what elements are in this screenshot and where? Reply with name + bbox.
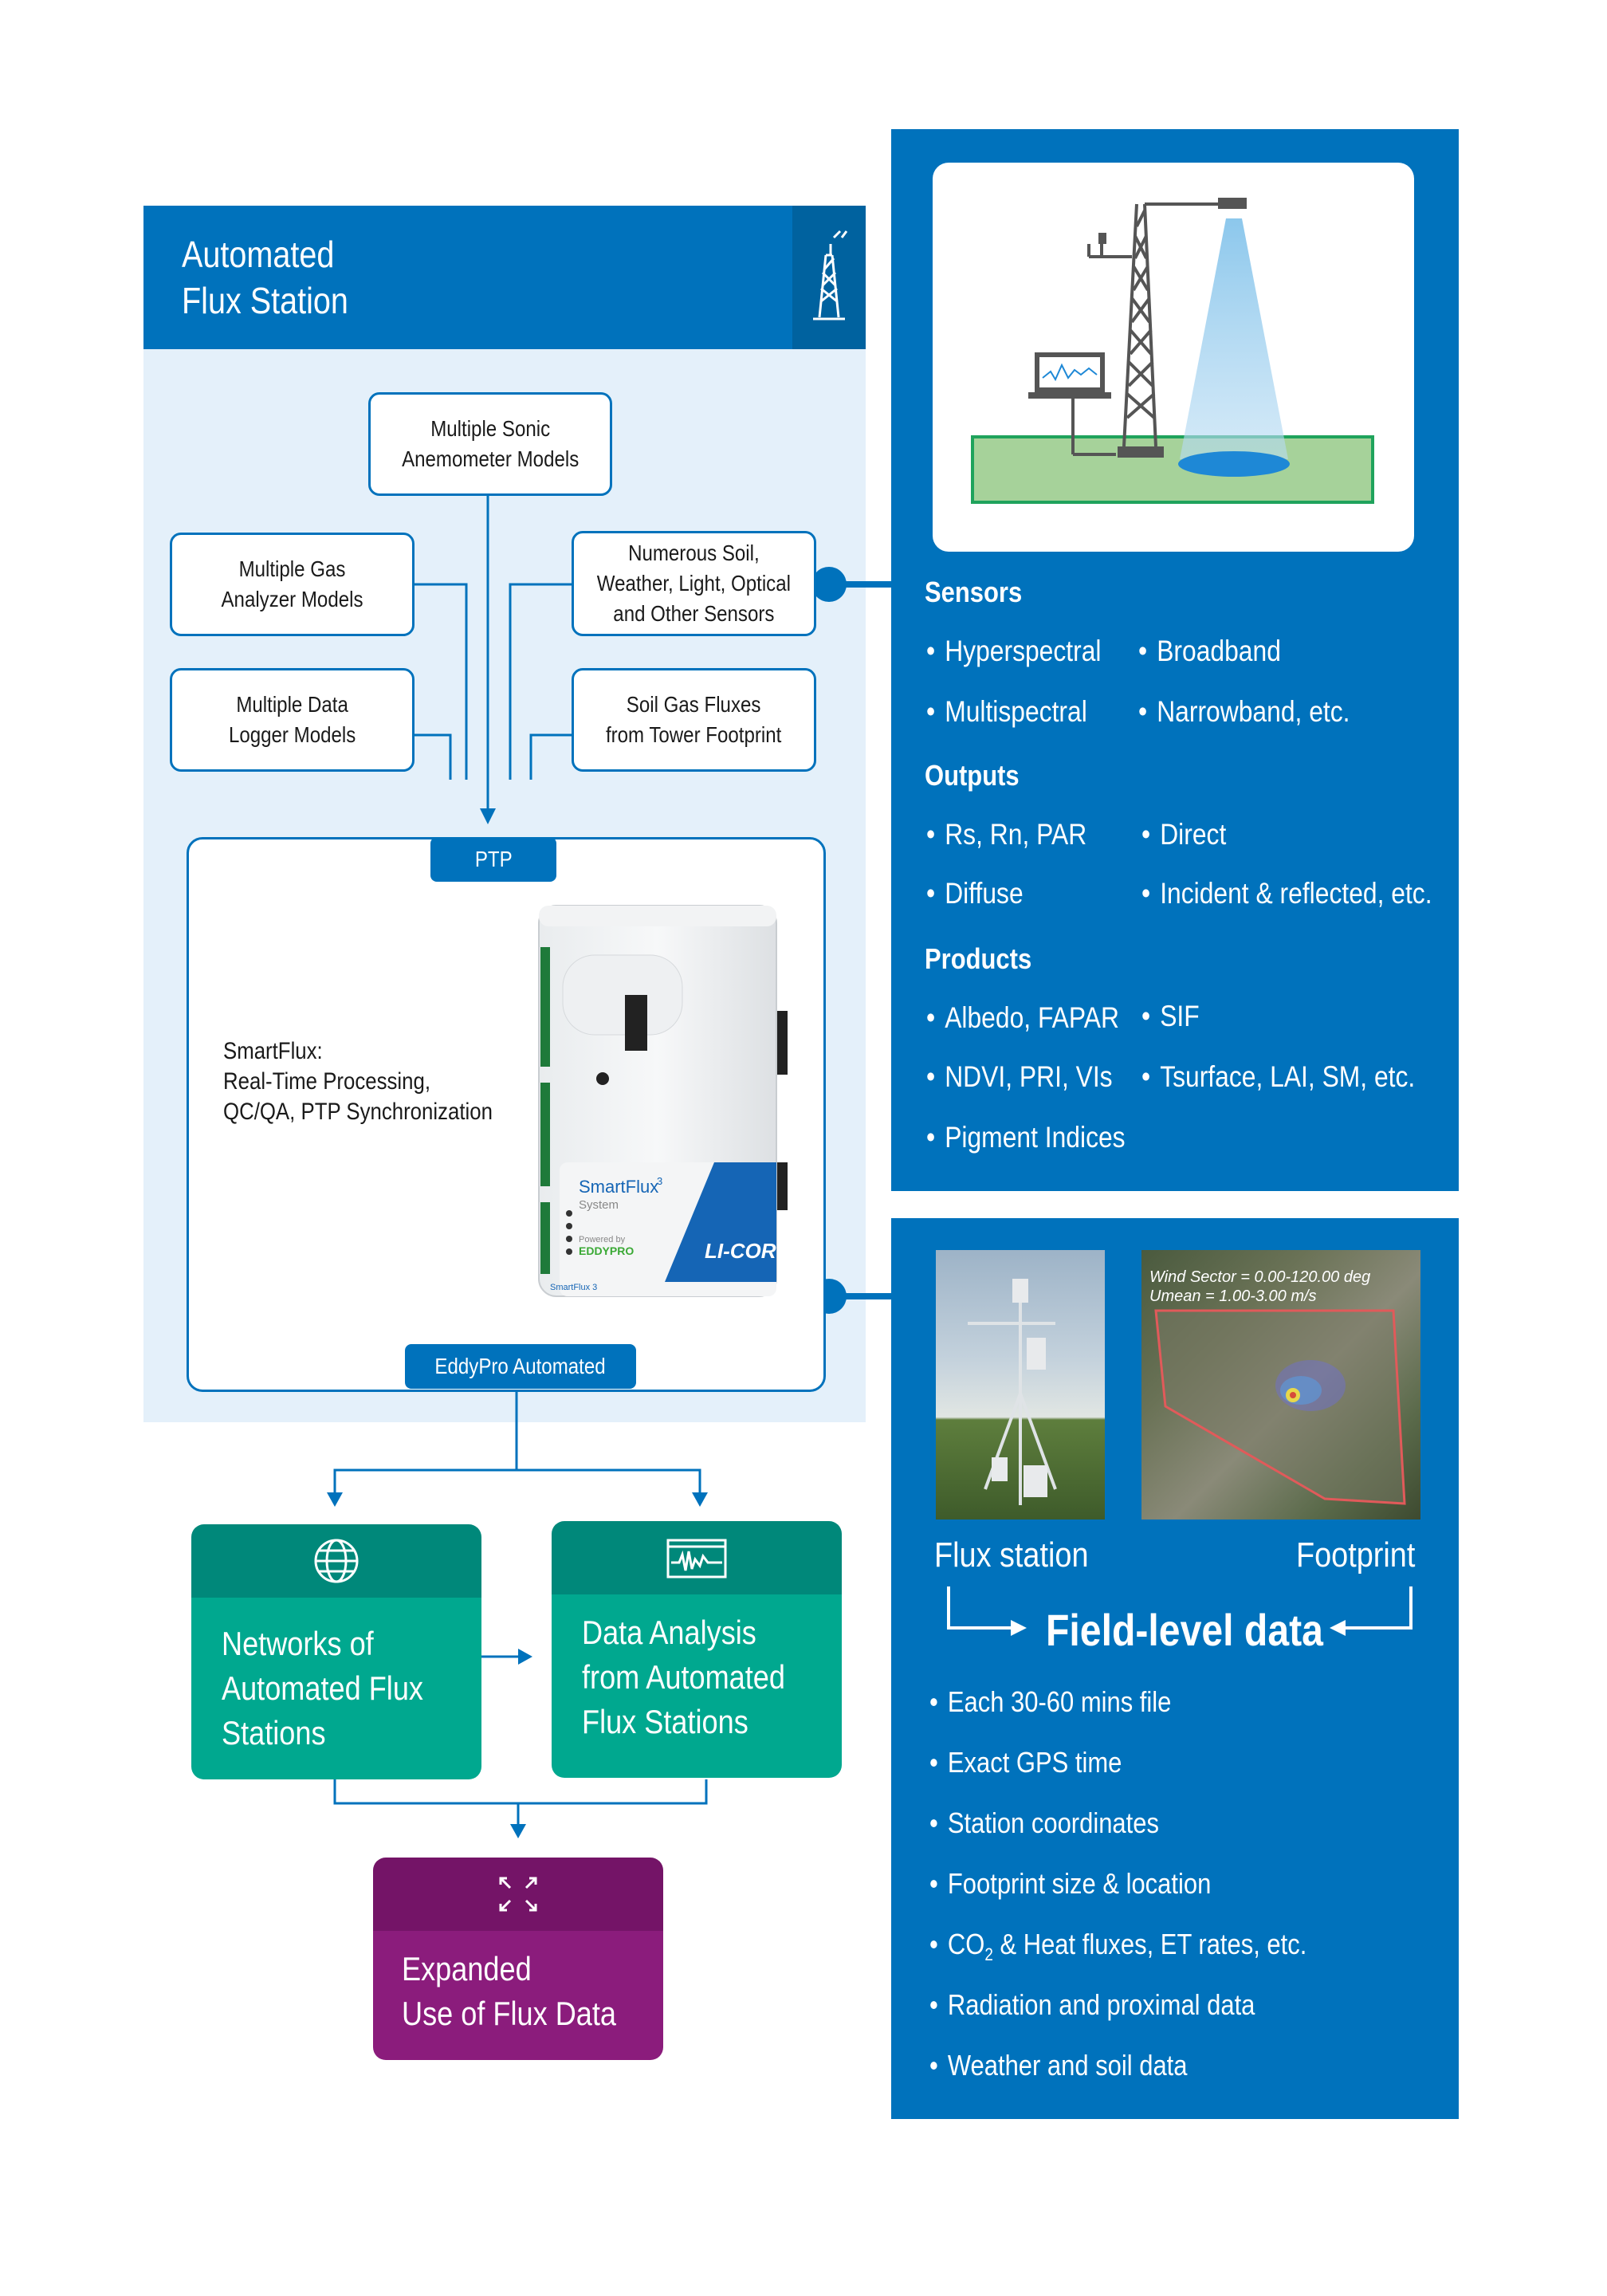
ptp-label: PTP bbox=[430, 837, 556, 882]
networks-box-header bbox=[191, 1524, 481, 1598]
networks-box: Networks of Automated Flux Stations bbox=[191, 1598, 481, 1779]
smartflux-line-2: Real-Time Processing, bbox=[223, 1068, 431, 1095]
product-item-sif: •SIF bbox=[1141, 1000, 1200, 1032]
logger-line-2: Logger Models bbox=[228, 722, 356, 747]
smartflux-device-image: LI-COR SmartFlux 3 System Powered by EDD… bbox=[538, 905, 788, 1297]
output-item-rs: •Rs, Rn, PAR bbox=[926, 818, 1087, 851]
smartflux-line-1: SmartFlux: bbox=[223, 1038, 323, 1064]
waveform-icon bbox=[666, 1539, 727, 1578]
output-item-direct: •Direct bbox=[1141, 818, 1227, 851]
footprint-caption: Footprint bbox=[1296, 1535, 1416, 1575]
tower-icon bbox=[813, 230, 848, 320]
product-item-tsurface: •Tsurface, LAI, SM, etc. bbox=[1141, 1060, 1416, 1093]
field-level-heading: Field-level data bbox=[1046, 1605, 1323, 1655]
field-item-radiation: •Radiation and proximal data bbox=[929, 1988, 1255, 2021]
products-heading: Products bbox=[925, 942, 1032, 975]
expanded-box-header bbox=[373, 1858, 663, 1931]
field-item-fluxes: •CO2 & Heat fluxes, ET rates, etc. bbox=[929, 1928, 1307, 1965]
soil-gas-box: Soil Gas Fluxes from Tower Footprint bbox=[572, 668, 816, 772]
terminal-blocks bbox=[540, 947, 550, 1274]
licor-stripe bbox=[665, 1162, 776, 1282]
product-item-ndvi: •NDVI, PRI, VIs bbox=[926, 1060, 1113, 1093]
sonic-line-2: Anemometer Models bbox=[401, 446, 580, 471]
outputs-heading: Outputs bbox=[925, 759, 1020, 792]
logger-line-1: Multiple Data bbox=[236, 692, 348, 717]
device-brand: SmartFlux bbox=[579, 1177, 658, 1197]
soil-gas-line-1: Soil Gas Fluxes bbox=[627, 692, 761, 717]
footprint-map-photo: Wind Sector = 0.00-120.00 deg Umean = 1.… bbox=[1141, 1250, 1420, 1520]
expand-icon bbox=[499, 1877, 537, 1912]
co2-subscript: 2 bbox=[984, 1944, 993, 1965]
field-item-file: •Each 30-60 mins file bbox=[929, 1685, 1172, 1718]
expanded-line-2: Use of Flux Data bbox=[402, 1995, 617, 2032]
sensor-item-narrowband: •Narrowband, etc. bbox=[1138, 695, 1350, 728]
expanded-line-1: Expanded bbox=[402, 1950, 532, 1987]
smartflux-line-3: QC/QA, PTP Synchronization bbox=[223, 1099, 493, 1125]
globe-icon bbox=[314, 1539, 359, 1583]
field-item-coordinates: •Station coordinates bbox=[929, 1807, 1159, 1839]
analysis-line-1: Data Analysis bbox=[582, 1614, 756, 1651]
flux-station-photo bbox=[936, 1250, 1105, 1520]
flux-station-caption: Flux station bbox=[934, 1535, 1089, 1575]
analysis-box-header bbox=[552, 1521, 842, 1594]
flux-station-header bbox=[143, 206, 866, 349]
sonic-line-1: Multiple Sonic bbox=[430, 416, 550, 441]
soil-sensors-box: Numerous Soil, Weather, Light, Optical and… bbox=[572, 531, 816, 636]
title-line-2: Flux Station bbox=[182, 280, 348, 321]
device-system: System bbox=[579, 1198, 619, 1212]
analysis-line-3: Flux Stations bbox=[582, 1703, 748, 1740]
sensor-item-broadband: •Broadband bbox=[1138, 635, 1281, 667]
networks-line-2: Automated Flux bbox=[222, 1669, 423, 1707]
soil-sensors-line-2: Weather, Light, Optical bbox=[596, 571, 792, 596]
networks-line-1: Networks of bbox=[222, 1625, 374, 1662]
title-line-1: Automated bbox=[182, 234, 335, 275]
field-item-gps: •Exact GPS time bbox=[929, 1746, 1122, 1779]
product-item-pigment: •Pigment Indices bbox=[926, 1121, 1126, 1154]
field-item-weather: •Weather and soil data bbox=[929, 2049, 1188, 2082]
field-level-arrows bbox=[947, 1586, 1413, 1636]
gas-line-2: Analyzer Models bbox=[221, 587, 363, 611]
analysis-box: Data Analysis from Automated Flux Statio… bbox=[552, 1594, 842, 1778]
expanded-box: Expanded Use of Flux Data bbox=[373, 1931, 663, 2060]
device-brand-sup: 3 bbox=[657, 1175, 662, 1187]
licor-text: LI-COR bbox=[705, 1239, 776, 1263]
soil-sensors-line-3: and Other Sensors bbox=[613, 601, 775, 626]
smartflux-description: SmartFlux: Real-Time Processing, QC/QA, … bbox=[223, 1036, 536, 1127]
gas-line-1: Multiple Gas bbox=[238, 556, 346, 581]
flux-station-title: Automated Flux Station bbox=[182, 231, 375, 324]
output-item-diffuse: •Diffuse bbox=[926, 877, 1024, 910]
wind-sector-text: Wind Sector = 0.00-120.00 deg bbox=[1149, 1268, 1370, 1286]
analysis-line-2: from Automated bbox=[582, 1658, 785, 1696]
tower-sensor-illustration bbox=[971, 198, 1374, 504]
device-slot bbox=[625, 995, 647, 1051]
tower-illustration-card bbox=[933, 163, 1414, 552]
device-powered: Powered by bbox=[579, 1235, 626, 1244]
sensor-item-hyperspectral: •Hyperspectral bbox=[926, 635, 1102, 667]
device-side-label: SmartFlux 3 bbox=[550, 1283, 597, 1292]
product-item-albedo: •Albedo, FAPAR bbox=[926, 1001, 1119, 1034]
networks-line-3: Stations bbox=[222, 1714, 326, 1751]
field-item-footprint: •Footprint size & location bbox=[929, 1867, 1212, 1900]
sensors-heading: Sensors bbox=[925, 576, 1023, 608]
eddypro-automated-label: EddyPro Automated bbox=[405, 1344, 636, 1389]
umean-text: Umean = 1.00-3.00 m/s bbox=[1149, 1288, 1317, 1305]
sensor-item-multispectral: •Multispectral bbox=[926, 695, 1087, 728]
header-icon-box bbox=[792, 206, 866, 349]
soil-gas-line-2: from Tower Footprint bbox=[606, 722, 782, 747]
soil-sensors-line-1: Numerous Soil, bbox=[628, 541, 760, 565]
output-item-incident: •Incident & reflected, etc. bbox=[1141, 877, 1432, 910]
device-eddypro: EDDYPRO bbox=[579, 1244, 634, 1257]
